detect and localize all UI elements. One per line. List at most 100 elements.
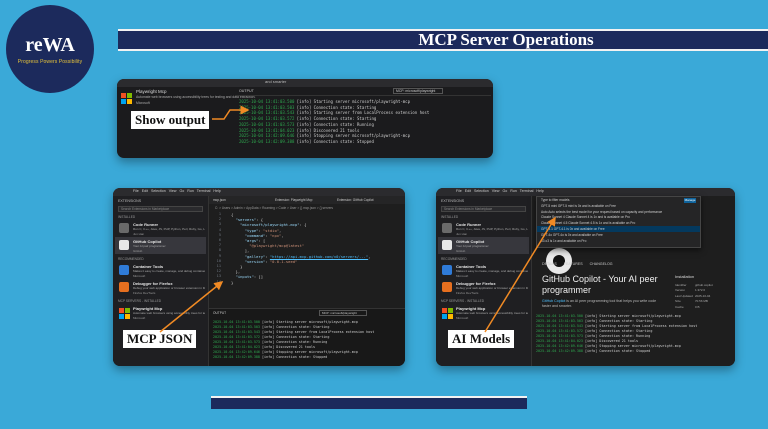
extension-publisher: Jun Han	[456, 231, 468, 236]
log-message: [info] Connection state: Stopped	[262, 355, 328, 359]
line-number: 4	[218, 227, 221, 232]
log-message: [info] Connection state: Starting	[585, 329, 653, 333]
extension-publisher: Microsoft	[136, 101, 150, 105]
code-line: "command": "npx",	[231, 233, 405, 238]
code-line: },	[231, 269, 405, 274]
model-picker[interactable]: Type to filter models Manage GPT-5 mini …	[536, 196, 701, 248]
bottom-banner	[211, 396, 527, 409]
line-number: 11	[216, 264, 221, 269]
sidebar-section-label: MCP SERVERS - INSTALLED	[118, 299, 162, 303]
log-message: [info] Connection state: Starting	[296, 104, 377, 110]
code-line: {	[231, 212, 405, 217]
extension-name: Playwright Mcp	[456, 306, 486, 311]
extension-publisher: Microsoft	[456, 273, 469, 278]
extension-name: Code Runner	[133, 222, 159, 227]
editor-tab[interactable]: Extension: GitHub Copilot	[337, 198, 374, 202]
log-message: [info] Connection state: Starting	[296, 116, 377, 122]
extension-publisher: Firefox DevTools	[133, 290, 156, 295]
json-key: "command"	[244, 232, 266, 238]
extension-description: Makes it easy to create, manage, and deb…	[456, 269, 528, 273]
log-message: [info] Stopping server microsoft/playwri…	[585, 344, 681, 348]
json-punct: }	[231, 279, 234, 285]
line-number: 5	[218, 232, 221, 237]
menubar: File Edit Selection View Go Run Terminal…	[436, 188, 735, 203]
extension-item-playwright[interactable]: Playwright Mcp Automate web browsers usi…	[121, 88, 256, 108]
output-panel: OUTPUT MCP: microsoft/playwright 2025-10…	[209, 308, 405, 366]
code-line: "type": "stdio",	[231, 228, 405, 233]
log-line: 2025-10-04 13:41:03.573 [info] Connectio…	[213, 340, 405, 345]
output-log: 2025-10-04 13:41:03.500 [info] Starting …	[209, 317, 405, 360]
sidebar-section-label: RECOMMENDED	[441, 257, 467, 261]
log-message: [info] Stopping server microsoft/playwri…	[262, 350, 358, 354]
extension-description: Debug your web application or browser ex…	[133, 286, 205, 290]
detail-tabs[interactable]: DETAILS FEATURES CHANGELOG	[542, 262, 613, 266]
model-option[interactable]: o3 o3 is 1x and available on Pro	[541, 238, 587, 243]
model-option[interactable]: Claude Sonnet 4.5 Claude Sonnet 4.5 is 1…	[541, 221, 636, 226]
json-punct: []	[258, 274, 264, 280]
microsoft-icon	[119, 308, 130, 319]
installation-heading: Installation	[675, 274, 695, 279]
log-timestamp: 2025-10-04 13:41:03.543	[239, 110, 297, 116]
model-option[interactable]: Auto Auto selects the best model for you…	[541, 209, 663, 214]
log-line: 2025-10-04 13:41:03.572 [info] Connectio…	[213, 335, 405, 340]
install-value: github.copilot	[695, 283, 713, 287]
log-message: [info] Starting server from LocalProcess…	[262, 330, 375, 334]
log-timestamp: 2025-10-04 13:41:03.503	[239, 104, 297, 110]
extension-publisher: Microsoft	[456, 315, 469, 320]
menu-items[interactable]: File Edit Selection View Go Run Terminal…	[456, 189, 544, 193]
copilot-link[interactable]: GitHub Copilot	[542, 299, 566, 303]
callout-ai-models: AI Models	[448, 330, 515, 348]
json-value: "https://api.mcp.github.com/v0/servers/.…	[269, 253, 369, 259]
extension-description: Your AI pair programmer	[133, 244, 166, 248]
model-option[interactable]: Claude Sonnet 4 Claude Sonnet 4 is 1x an…	[541, 215, 630, 220]
tab-output[interactable]: OUTPUT	[239, 89, 254, 93]
extension-description: Automate web browsers using accessibilit…	[136, 95, 256, 99]
log-timestamp: 2025-10-04 13:41:03.572	[239, 116, 297, 122]
output-tabbar: OUTPUT MCP: microsoft/playwright	[235, 87, 491, 96]
sidebar-section-label: INSTALLED	[118, 215, 136, 219]
log-message: [info] Connection state: Starting	[262, 335, 330, 339]
line-number: 7	[218, 243, 221, 248]
mcp-json-source[interactable]: { "servers": { "microsoft/playwright-mcp…	[231, 212, 405, 285]
model-option[interactable]: GPT-5 mini GPT-5 mini is 0x and is avail…	[541, 203, 616, 208]
json-punct: :	[299, 222, 305, 228]
manage-models-button[interactable]: Manage	[684, 198, 696, 203]
json-key: "gallery"	[244, 253, 266, 259]
output-channel-select[interactable]: MCP: microsoft/playwright	[319, 310, 367, 316]
model-option[interactable]: GPT-4.1 GPT-4.1 is 0x and available on F…	[537, 225, 700, 232]
extension-search-input[interactable]: Search Extensions in Marketplace	[118, 206, 203, 212]
output-channel-select[interactable]: MCP: microsoft/playwright	[393, 88, 443, 94]
log-line: 2025-10-04 13:41:03.500 [info] Starting …	[213, 320, 405, 325]
editor-tab[interactable]: mcp.json	[213, 198, 226, 202]
extension-search-input[interactable]: Search Extensions in Marketplace	[441, 206, 526, 212]
log-message: [info] Connection state: Running	[296, 121, 374, 127]
topbar-text: and smarter	[265, 79, 287, 84]
model-option[interactable]: GPT-4o GPT-4o is 0x and available on Fre…	[541, 232, 603, 237]
line-number: 13	[216, 274, 221, 279]
json-punct: {	[260, 217, 264, 223]
editor-tab[interactable]: Extension: Playwright Mcp	[275, 198, 313, 202]
line-number: 1	[218, 212, 221, 216]
log-timestamp: 2025-10-04 13:41:03.500	[213, 320, 262, 324]
sidebar-section-label: INSTALLED	[441, 215, 459, 219]
json-punct: ,	[279, 227, 282, 233]
tab-output[interactable]: OUTPUT	[213, 311, 227, 315]
json-key: "type"	[244, 227, 259, 233]
log-line: 2025-10-04 13:41:03.572 [info] Connectio…	[536, 329, 697, 334]
extension-description: Run C, C++, Java, JS, PHP, Python, Perl,…	[456, 227, 528, 231]
menu-items[interactable]: File Edit Selection View Go Run Terminal…	[133, 189, 221, 193]
model-filter-input[interactable]: Type to filter models	[541, 198, 570, 202]
extension-description: Your AI pair programmer	[456, 244, 489, 248]
